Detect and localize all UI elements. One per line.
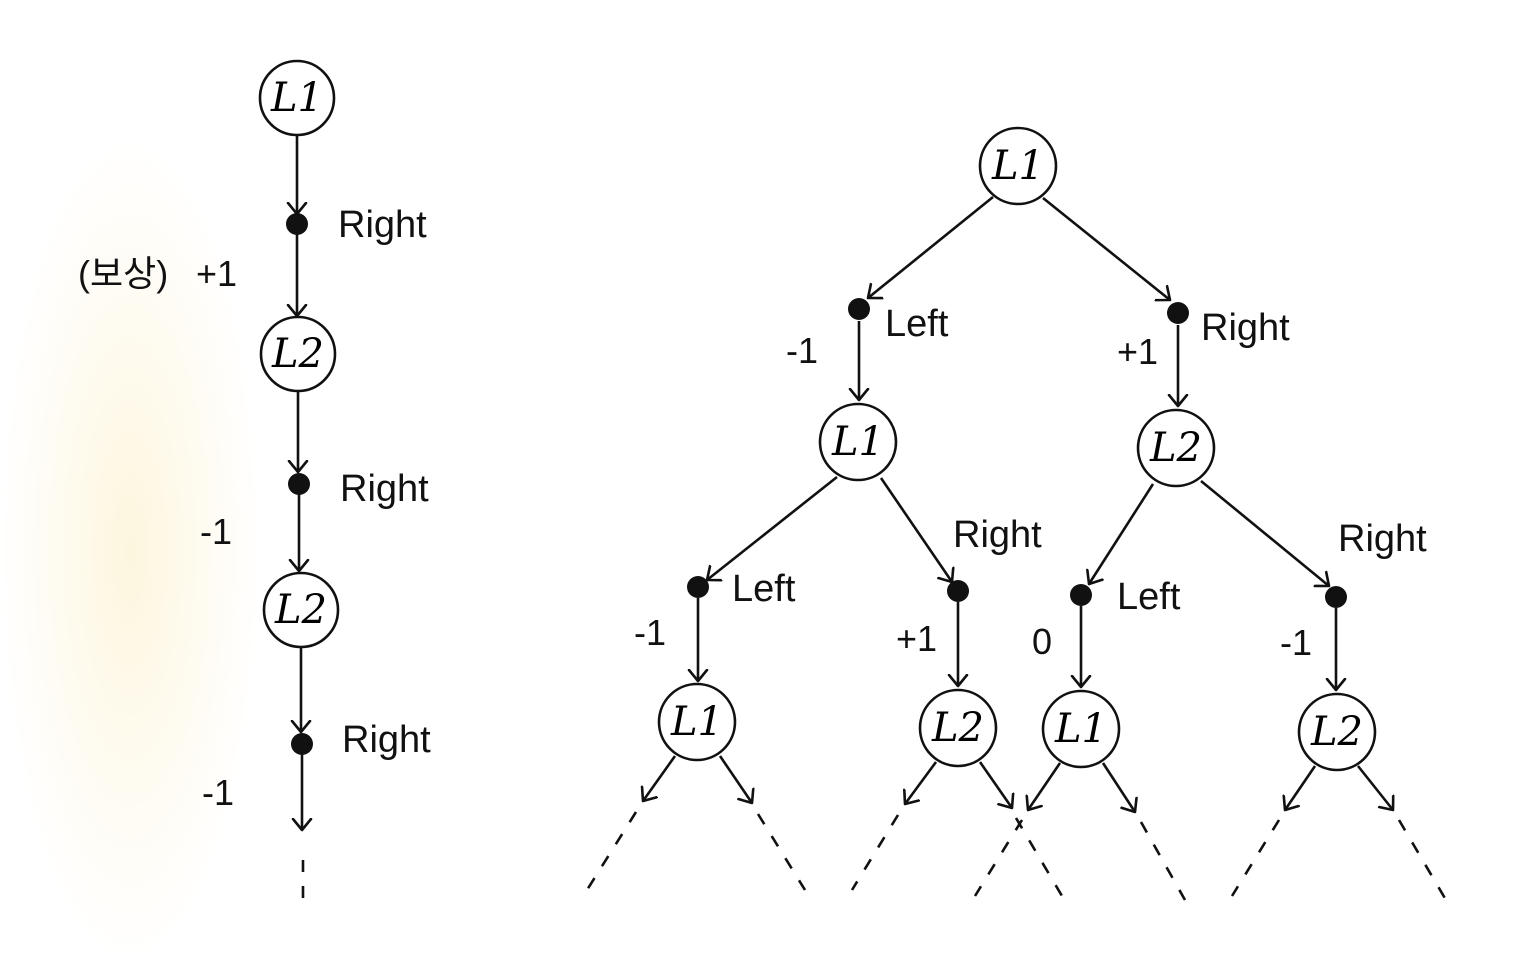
action-dot	[288, 473, 310, 495]
action-label: Right	[340, 468, 429, 510]
reward-label: -1	[634, 612, 666, 653]
leaf-edge	[643, 755, 677, 801]
action-label: Right	[338, 204, 427, 246]
reward-label: -1	[200, 511, 232, 552]
action-dot	[687, 576, 709, 598]
action-label: Left	[1117, 576, 1181, 618]
reward-label: +1	[196, 253, 237, 294]
state-label: L2	[274, 587, 327, 633]
state-node: L2	[1136, 408, 1216, 488]
state-label: L2	[1310, 709, 1363, 755]
paper-tint	[0, 140, 260, 960]
action-label: Right	[953, 514, 1042, 556]
action-dot	[291, 733, 313, 755]
state-label: L1	[670, 699, 723, 745]
state-label: L2	[1149, 425, 1202, 471]
action-dot	[1325, 586, 1347, 608]
state-label: L1	[831, 419, 884, 465]
reward-label: +1	[1117, 331, 1158, 372]
reward-label: -1	[1280, 622, 1312, 663]
tree-edge	[707, 475, 838, 580]
leaf-edge	[978, 761, 1012, 808]
leaf-edge	[1356, 765, 1393, 810]
state-node: L2	[918, 688, 998, 768]
leaf-edge	[905, 761, 938, 804]
reward-caption: (보상)	[78, 253, 168, 294]
state-node: L1	[258, 59, 336, 137]
tree-edge	[1042, 196, 1170, 300]
state-label: L2	[271, 331, 324, 377]
state-node: L2	[262, 571, 340, 649]
state-node: L2	[259, 315, 337, 393]
action-dot	[947, 580, 969, 602]
state-node: L1	[657, 682, 737, 762]
action-label: Left	[732, 568, 796, 610]
state-label: L1	[991, 143, 1044, 189]
leaf-edge	[718, 755, 752, 803]
right-tree: L1 L1 L2 L1 L2 L1 L2	[585, 126, 1448, 901]
state-node: L1	[818, 402, 898, 482]
action-label: Left	[885, 303, 949, 345]
reward-label: -1	[786, 330, 818, 371]
state-label: L1	[1054, 706, 1107, 752]
action-label: Right	[342, 719, 431, 761]
action-dot	[1070, 584, 1092, 606]
action-label: Right	[1338, 518, 1427, 560]
leaf-edge	[1028, 762, 1062, 810]
state-node: L1	[1041, 689, 1121, 769]
tree-edge	[1200, 479, 1329, 586]
leaf-edge	[1285, 765, 1317, 810]
action-label: Right	[1201, 307, 1290, 349]
left-chain: L1 L2 L2 Right Right Right (보상) +1 -1 -1	[78, 59, 431, 902]
state-label: L1	[270, 75, 323, 121]
action-dot	[848, 298, 870, 320]
state-node: L2	[1297, 692, 1377, 772]
state-node: L1	[978, 126, 1058, 206]
tree-edge	[868, 195, 994, 298]
tree-edge	[879, 477, 952, 582]
reward-label: +1	[896, 618, 937, 659]
tree-edge	[1089, 483, 1155, 584]
dashed-continuations	[585, 811, 1448, 901]
action-dot	[1167, 302, 1189, 324]
action-dot	[286, 213, 308, 235]
state-label: L2	[931, 705, 984, 751]
reward-label: -1	[202, 772, 234, 813]
leaf-edge	[1101, 762, 1135, 812]
reward-label: 0	[1032, 621, 1052, 662]
